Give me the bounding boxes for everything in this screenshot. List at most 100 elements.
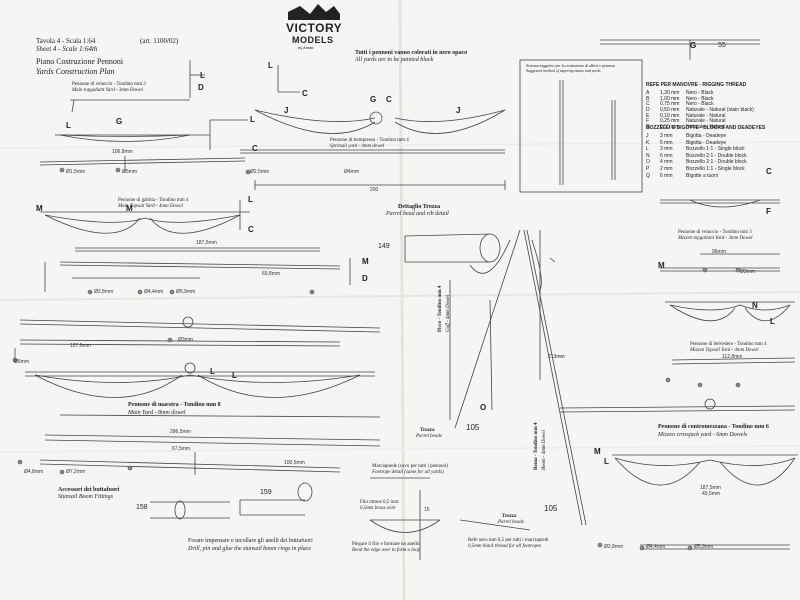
dimension-label: Ø4,4mm [646, 544, 666, 550]
fore-topsail-label-it: Pennone di gabbia - Tondino mm 4 [118, 198, 189, 203]
boom-parrel-label-it: Trozza [502, 514, 517, 519]
key-letter: L [250, 115, 255, 124]
parrel-detail-title-en: Parrel bead and rib detail [386, 211, 449, 217]
blocks-table-title: BOZZELLI E BIGOTTE - BLOCKS AND DEADEYES [646, 125, 766, 131]
paint-note-it: Tutti i pennoni vanno colorati in nero o… [355, 50, 468, 56]
key-letter: L [248, 195, 253, 204]
loop-note-it: Piegare il filo e formare un anello [352, 542, 420, 547]
footrope-detail-en: Footrope detail (same for all yards) [372, 470, 444, 475]
stunsail-fittings-title-it: Accessori dei buttafuori [58, 487, 120, 493]
plan-title-en: Yards Construction Plan [36, 67, 115, 76]
drill-note-it: Forare impernare e incollare gli anelli … [188, 538, 313, 544]
mizzen-topgallant-label-it: Pennone di velaccio - Tondino mm 3 [678, 230, 752, 235]
key-letter: G [116, 117, 123, 126]
main-yard-label-it: Pennone di maestra - Tondino mm 8 [128, 402, 221, 408]
key-letter: D [198, 83, 204, 92]
dimension-label: Ø6mm [14, 359, 29, 365]
dimension-label: Ø1,5mm [66, 169, 86, 175]
dimension-label: 187,5mm [196, 240, 217, 246]
dimension-label: Ø2,8mm [94, 289, 114, 295]
boom-label-it: Boma - Tondino mm 4 [534, 422, 539, 470]
dimension-label: 15 [424, 507, 430, 513]
parrel-part-number: 149 [378, 243, 390, 250]
dimension-label: Ø5,9mm [176, 289, 196, 295]
paint-note-en: All yards are to be painted black [355, 57, 434, 63]
key-letter: N [752, 301, 758, 310]
brass-wire-en: 0,5mm brass wire [360, 506, 396, 511]
dimension-label: 127,5mm [70, 343, 91, 349]
fore-topgallant-label-it: Pennone di velaccio - Tondino mm 3 [72, 82, 146, 87]
crossjack-label-it: Pennone di contromezzana - Tondino mm 6 [658, 424, 769, 430]
key-letter: J [284, 106, 289, 115]
dimension-label: 49,5mm [702, 491, 721, 497]
brass-wire-it: Filo ottone 0,5 mm [360, 500, 399, 505]
mizzen-topsail-label-it: Pennone di belvedere - Tondino mm 4 [690, 342, 767, 347]
dimension-label: 187,5mm [700, 485, 721, 491]
key-letter: M [658, 261, 665, 270]
key-letter: C [252, 144, 258, 153]
brand-logo-word1: VICTORY [286, 21, 343, 35]
stunsail-fittings-title-en: Stunsail Boom Fittings [58, 494, 114, 500]
key-letter: G [370, 95, 377, 104]
dimension-label: Ø2,8mm [604, 544, 624, 550]
key-letter: M [36, 204, 43, 213]
loop-note-en: Bend the edge over to form a loop [352, 548, 421, 553]
gaff-parrel-label-it: Trozza [420, 428, 435, 433]
sheet-number-it: Tavola 4 - Scala 1:64 [36, 37, 96, 45]
mizzen-topgallant-label-en: Mizzen topgallant Yard - 3mm Dowel [678, 236, 753, 241]
plan-title-it: Piano Costruzione Pennoni [36, 57, 124, 66]
gaff-label-it: Picco - Tondino mm 4 [438, 285, 443, 332]
key-letter: D [362, 274, 368, 283]
key-letter: F [766, 207, 771, 216]
spritsail-label-it: Pennone di bompresso - Tondino mm 4 [330, 138, 409, 143]
dimension-label: 96mm [712, 249, 726, 255]
key-letter: O [480, 403, 487, 412]
key-letter: L [604, 457, 609, 466]
dimension-label: Ø4mm [344, 169, 359, 175]
tapering-note-en: Suggested method of tapering masts and y… [526, 68, 601, 73]
main-yard-label-en: Main Yard - 8mm dowel [128, 410, 186, 416]
key-letter: L [232, 371, 237, 380]
gaff-label-en: Gaff - 4mm Dowel [446, 294, 451, 332]
key-letter: M [594, 447, 601, 456]
dimension-label: 286,5mm [170, 429, 191, 435]
fore-topgallant-label-en: Main topgallant Yard - 3mm Dowel [72, 88, 143, 93]
gaff-parrel-label-en: Parrel beads [416, 434, 442, 439]
sheet-number-en: Sheet 4 - Scale 1:64th [36, 45, 98, 53]
boom-parrel-label-en: Parrel beads [498, 520, 524, 525]
mizzen-topsail-label-en: Mizzen Topsail Yard - 4mm Dowel [690, 348, 759, 353]
parrel-detail-title-it: Dettaglio Trozza [398, 204, 441, 210]
dimension-label: 100,5mm [284, 460, 305, 466]
key-letter: M [126, 204, 133, 213]
key-letter: J [456, 106, 461, 115]
boom-length: 213mm [548, 354, 565, 360]
dimension-label: Ø3mm [178, 337, 193, 343]
dimension-label: 67,5mm [172, 446, 191, 452]
key-letter: L [210, 367, 215, 376]
dimension-label: 112,8mm [722, 354, 743, 360]
fore-topsail-label-en: Main Topsail Yard - 4mm Dowel [118, 204, 183, 209]
key-letter: M [362, 257, 369, 266]
boom-label-en: Boom - 4mm Dowel [542, 430, 547, 470]
top-part-number: 55 [718, 42, 726, 49]
boom-part-number: 105 [544, 504, 558, 513]
dimension-label: Ø4,8mm [24, 469, 44, 475]
brand-logo-word2: MODELS [292, 35, 334, 45]
key-letter: L [770, 317, 775, 326]
brand-logo-tagline: by Amati [298, 45, 314, 50]
key-letter: L [66, 121, 71, 130]
dimension-label: 200 [370, 187, 379, 193]
dimension-label: Ø5,9mm [694, 544, 714, 550]
